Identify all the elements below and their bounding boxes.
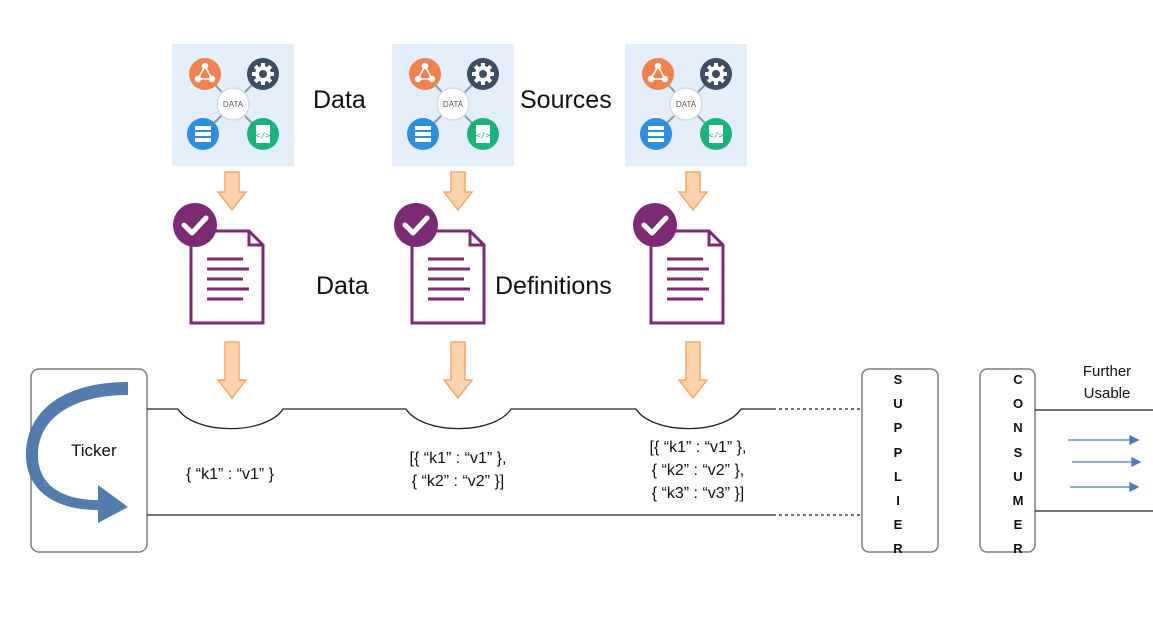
flow-arrow	[678, 171, 708, 211]
data-sources-label-data: Data	[313, 86, 366, 114]
vertical-letter: R	[893, 541, 903, 557]
supplier-box	[861, 368, 939, 553]
payload-1: { “k1” : “v1” }	[185, 466, 275, 483]
vertical-letter: P	[893, 420, 903, 436]
further-usable-label: Further Usable	[1082, 363, 1132, 402]
vertical-letter: E	[1013, 517, 1023, 533]
checked-document-icon	[173, 203, 263, 323]
payload-3: [{ “k1” : “v1” }, { “k2” : “v2” }, { “k3…	[649, 439, 747, 502]
data-source-icon	[391, 43, 515, 167]
data-source-icon	[624, 43, 748, 167]
vertical-letter: R	[1013, 541, 1023, 557]
flow-arrow	[217, 171, 247, 211]
payload-2: [{ “k1” : “v1” }, { “k2” : “v2” }]	[409, 450, 507, 490]
data-source-icon	[171, 43, 295, 167]
vertical-letter: S	[893, 372, 903, 387]
vertical-letter: O	[1012, 396, 1024, 412]
data-definitions-label-definitions: Definitions	[495, 272, 612, 300]
cycle-arrow-icon	[26, 382, 128, 523]
checked-document-icon	[394, 203, 484, 323]
checked-document-icon	[633, 203, 723, 323]
flow-arrow	[443, 341, 473, 399]
vertical-letter: I	[896, 493, 900, 509]
vertical-letter: P	[893, 444, 903, 460]
vertical-letter: U	[1013, 468, 1023, 484]
flow-arrow	[678, 341, 708, 399]
data-definitions-label-data: Data	[316, 272, 369, 300]
vertical-letter: C	[1013, 372, 1023, 387]
vertical-letter: U	[893, 396, 903, 412]
vertical-letter: L	[894, 468, 902, 484]
consumer-box	[979, 368, 1036, 553]
data-sources-label-sources: Sources	[520, 86, 612, 114]
pipe-top-line	[147, 408, 773, 430]
flow-arrow	[443, 171, 473, 211]
flow-arrow	[217, 341, 247, 399]
vertical-letter: N	[1013, 420, 1023, 436]
vertical-letter: M	[1012, 493, 1024, 509]
output-arrows	[1068, 434, 1142, 493]
vertical-letter: E	[893, 517, 903, 533]
vertical-letter: S	[1013, 444, 1023, 460]
ticker-label: Ticker	[71, 441, 117, 460]
